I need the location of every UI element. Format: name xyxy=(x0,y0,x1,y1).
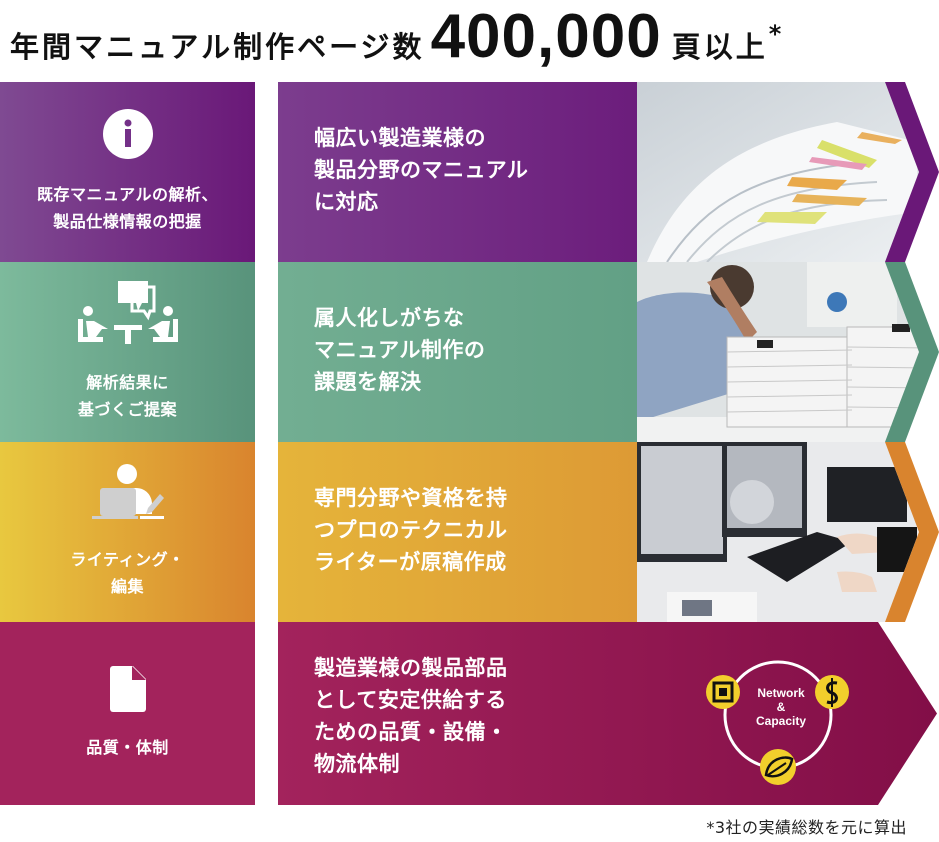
title-asterisk: * xyxy=(768,20,782,48)
footnote: *3社の実績総数を元に算出 xyxy=(706,818,907,837)
step-quality: 品質・体制 xyxy=(0,622,255,805)
stressed-worker-with-paper-stacks-photo xyxy=(637,262,939,442)
title-unit: 頁以上 xyxy=(671,30,768,64)
feature-row-pro-writers: 専門分野や資格を持 つプロのテクニカル ライターが原稿作成 xyxy=(278,442,939,622)
step-label: ライティング・ 編集 xyxy=(70,550,185,596)
feature-row-quality-logistics: 製造業様の製品部品 として安定供給する ための品質・設備・ 物流体制 xyxy=(278,622,939,805)
step-label: 品質・体制 xyxy=(86,738,169,757)
title-lead: 年間マニュアル制作ページ数 xyxy=(10,30,425,64)
leaf-icon xyxy=(760,749,796,785)
dollar-icon xyxy=(815,675,849,709)
technical-writer-workstation-photo xyxy=(637,442,939,622)
feature-text: 属人化しがちな マニュアル制作の 課題を解決 xyxy=(278,262,637,442)
step-proposal: 解析結果に 基づくご提案 xyxy=(0,262,255,442)
network-capacity-label: Network & Capacity xyxy=(755,686,807,728)
info-icon xyxy=(102,109,153,163)
step-label: 解析結果に 基づくご提案 xyxy=(77,373,177,419)
step-analysis: 既存マニュアルの解析、 製品仕様情報の把握 xyxy=(0,82,255,262)
open-book-with-sticky-tabs-photo xyxy=(637,82,939,262)
feature-row-broad-coverage: 幅広い製造業様の 製品分野のマニュアル に対応 xyxy=(278,82,939,262)
meeting-icon xyxy=(74,281,182,351)
document-icon xyxy=(109,666,146,716)
feature-text: 幅広い製造業様の 製品分野のマニュアル に対応 xyxy=(278,82,637,262)
feature-text: 専門分野や資格を持 つプロのテクニカル ライターが原稿作成 xyxy=(278,442,637,622)
network-capacity-diagram: Network & Capacity xyxy=(706,647,856,787)
page-count-number: 400,000 xyxy=(430,2,662,71)
factory-icon xyxy=(706,675,740,709)
feature-row-solve-dependency: 属人化しがちな マニュアル制作の 課題を解決 xyxy=(278,262,939,442)
feature-text: 製造業様の製品部品 として安定供給する ための品質・設備・ 物流体制 xyxy=(278,622,937,805)
process-steps-column: 既存マニュアルの解析、 製品仕様情報の把握 解析結果に 基づくご提案 xyxy=(0,82,255,805)
step-label: 既存マニュアルの解析、 製品仕様情報の把握 xyxy=(36,185,219,231)
step-writing: ライティング・ 編集 xyxy=(0,442,255,622)
feature-panels: 幅広い製造業様の 製品分野のマニュアル に対応 xyxy=(278,82,939,805)
page-title: 年間マニュアル制作ページ数 400,000 頁以上 * xyxy=(10,6,781,76)
writer-at-laptop-icon xyxy=(90,464,166,528)
